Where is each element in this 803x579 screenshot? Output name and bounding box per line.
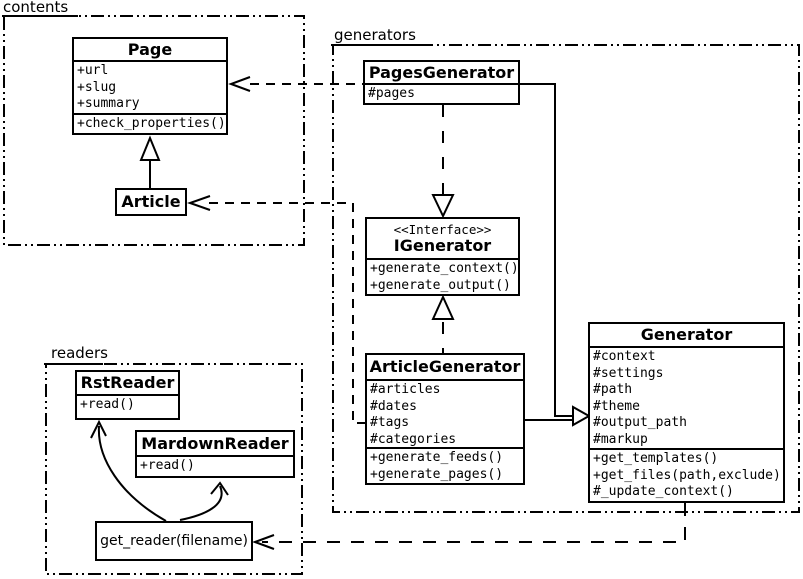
class-attribute: #categories <box>370 431 457 447</box>
realization-arrow-pagesgenerator-to-igenerator <box>431 105 455 219</box>
realization-arrow-articlegenerator-to-igenerator <box>431 294 455 353</box>
class-box-page: Page +url +slug +summary +check_properti… <box>72 37 228 135</box>
class-attribute: #pages <box>368 86 415 101</box>
class-attribute: #articles <box>370 382 441 397</box>
class-title: ArticleGenerator <box>369 357 521 376</box>
class-box-article: Article <box>115 188 187 216</box>
class-title: MardownReader <box>141 433 289 453</box>
class-methods: +read() <box>77 394 178 418</box>
class-name: IGenerator <box>393 235 492 255</box>
class-box-mardownreader: MardownReader +read() <box>135 430 295 478</box>
class-attribute: +summary <box>77 96 140 112</box>
class-method: +read() <box>80 397 135 412</box>
class-attributes: #context #settings #path #theme #output_… <box>590 346 783 448</box>
class-methods: +generate_context() +generate_output() <box>367 258 518 294</box>
arrow-getreader-to-rstreader <box>90 419 167 522</box>
class-attribute: #dates <box>370 398 417 414</box>
class-methods: +generate_feeds() +generate_pages() <box>367 447 523 483</box>
package-label-contents: contents <box>2 0 70 16</box>
class-attributes: #articles #dates #tags #categories <box>367 379 523 447</box>
class-box-generator: Generator #context #settings #path #them… <box>588 322 785 503</box>
dependency-arrow-articlegenerator-to-article <box>186 195 365 424</box>
class-attribute: #tags <box>370 415 410 431</box>
package-border-contents <box>2 15 305 246</box>
class-attribute: #output_path <box>593 415 687 431</box>
class-attribute: #context <box>593 349 656 364</box>
class-box-rstreader: RstReader +read() <box>75 370 180 420</box>
class-attribute: #markup <box>593 431 648 447</box>
class-title: RstReader <box>80 373 175 392</box>
class-method: +get_templates() <box>593 451 719 466</box>
class-methods: +read() <box>137 455 293 476</box>
package-label-readers: readers <box>50 344 109 362</box>
class-method: +generate_output() <box>370 277 511 293</box>
arrow-getreader-to-mardownreader <box>179 481 229 521</box>
class-methods: +get_templates() +get_files(path,exclude… <box>590 448 783 501</box>
class-box-articlegenerator: ArticleGenerator #articles #dates #tags … <box>365 353 525 485</box>
class-stereotype: <<Interface>> <box>393 221 492 237</box>
class-attribute: #settings <box>593 365 664 381</box>
function-box-get-reader: get_reader(filename) <box>95 521 253 561</box>
class-methods: +check_properties() <box>74 112 226 133</box>
class-attribute: #theme <box>593 398 640 414</box>
class-method: +generate_feeds() <box>370 450 504 465</box>
class-attribute: +slug <box>77 79 117 95</box>
dependency-arrow-pagesgenerator-to-page <box>228 76 363 92</box>
class-box-igenerator: <<Interface>> IGenerator +generate_conte… <box>365 217 520 296</box>
class-attributes: #pages <box>365 83 518 103</box>
package-border-readers <box>44 363 303 575</box>
dependency-arrow-generator-to-getreader <box>252 503 686 550</box>
class-method: +generate_pages() <box>370 466 504 482</box>
inheritance-arrow-generators-to-generator <box>520 83 592 427</box>
class-title: Article <box>121 192 181 211</box>
inheritance-arrow-article-to-page <box>139 135 161 188</box>
class-method: +check_properties() <box>77 115 226 131</box>
class-title: <<Interface>> IGenerator <box>367 219 518 258</box>
class-method: +generate_context() <box>370 261 518 276</box>
class-method: #_update_context() <box>593 484 734 500</box>
package-border-generators <box>331 44 800 513</box>
class-method: +get_files(path,exclude) <box>593 467 781 483</box>
class-attribute: +url <box>77 63 109 78</box>
class-title: Page <box>127 39 173 59</box>
package-label-generators: generators <box>333 26 417 44</box>
class-box-pagesgenerator: PagesGenerator #pages <box>363 60 520 105</box>
class-title: Generator <box>640 325 733 344</box>
class-method: +read() <box>140 458 195 473</box>
class-attributes: +url +slug +summary <box>74 60 226 113</box>
class-attribute: #path <box>593 382 633 398</box>
class-title: PagesGenerator <box>368 62 515 82</box>
